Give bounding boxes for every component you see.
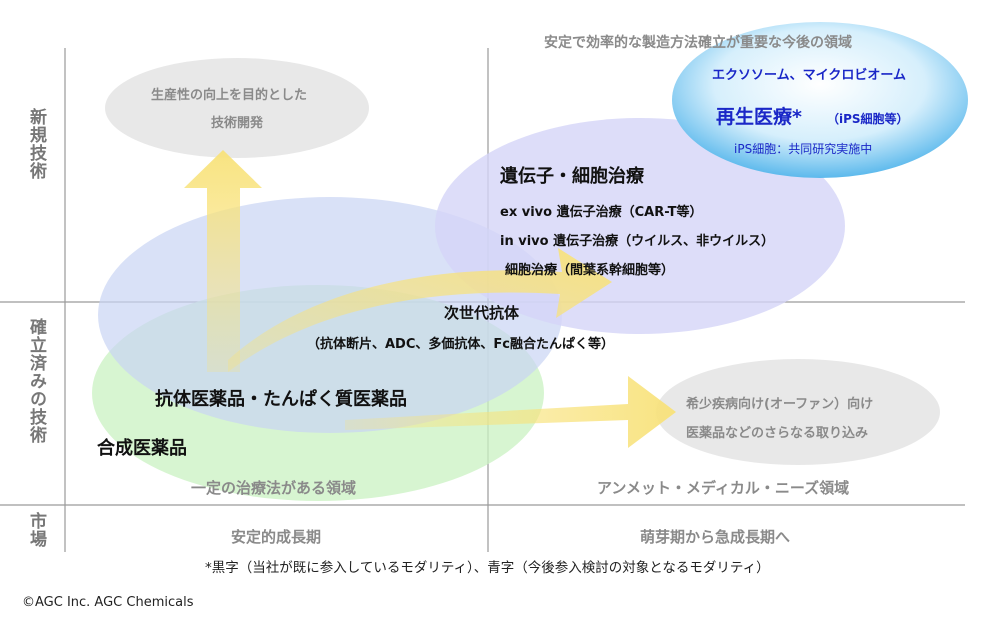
row-label-established-tech: 確立済みの技術 [26, 318, 46, 444]
regenerative-medicine-note: （iPS細胞等） [827, 112, 909, 126]
legend-footnote: *黒字（当社が既に参入しているモダリティ）、青字（今後参入検討の対象となるモダリ… [205, 560, 770, 576]
synthetic-drugs-label: 合成医薬品 [97, 438, 187, 459]
productivity-ellipse [105, 58, 369, 158]
orphan-drug-ellipse [656, 359, 940, 465]
row-label-new-tech: 新規技術 [26, 108, 46, 180]
orphan-drug-line2: 医薬品などのさらなる取り込み [686, 426, 869, 441]
cell-therapy: 細胞治療（間葉系幹細胞等） [505, 263, 675, 278]
market-emerging-growth: 萌芽期から急成長期へ [640, 528, 791, 546]
antibody-protein-drugs-label: 抗体医薬品・たんぱく質医薬品 [155, 389, 407, 410]
gene-cell-therapy-title: 遺伝子・細胞治療 [500, 166, 644, 187]
up-arrow [184, 150, 262, 372]
productivity-bubble-line2: 技術開発 [211, 116, 264, 131]
orphan-drug-line1: 希少疾病向け(オーファン）向け [686, 397, 874, 412]
market-stable-growth: 安定的成長期 [231, 528, 322, 546]
established-treatment-region: 一定の治療法がある領域 [191, 479, 357, 497]
right-arrow [345, 376, 676, 448]
productivity-bubble-line1: 生産性の向上を目的とした [151, 88, 308, 103]
ex-vivo-gene-therapy: ex vivo 遺伝子治療（CAR-T等） [500, 205, 703, 220]
next-gen-antibody-detail: （抗体断片、ADC、多価抗体、Fc融合たんぱく等） [307, 337, 614, 352]
future-area-header: 安定で効率的な製造方法確立が重要な今後の領域 [544, 35, 852, 51]
ips-collaboration-note: iPS細胞：共同研究実施中 [734, 142, 873, 156]
copyright-text: ©AGC Inc. AGC Chemicals [22, 595, 194, 610]
unmet-medical-needs-region: アンメット・メディカル・ニーズ領域 [597, 479, 850, 497]
in-vivo-gene-therapy: in vivo 遺伝子治療（ウイルス、非ウイルス） [500, 234, 775, 249]
row-label-market: 市場 [26, 512, 46, 548]
curved-arrow [228, 248, 612, 372]
exosome-microbiome-label: エクソソーム、マイクロビオーム [712, 68, 906, 83]
next-gen-antibody-title: 次世代抗体 [444, 304, 520, 322]
regenerative-medicine-title: 再生医療* [716, 106, 802, 128]
regenerative-ellipse [672, 22, 968, 178]
